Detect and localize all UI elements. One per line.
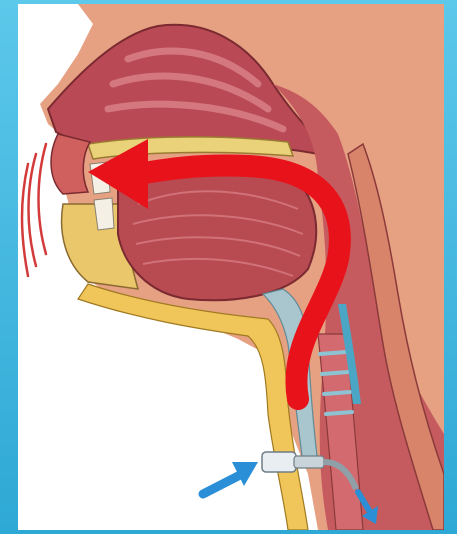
anatomy-illustration [18, 4, 444, 530]
pointer-arrow-icon [203, 462, 258, 494]
upper-lip [51, 134, 90, 194]
sound-waves-icon [22, 144, 46, 276]
lower-teeth [94, 198, 114, 230]
illustration-panel [18, 4, 444, 530]
